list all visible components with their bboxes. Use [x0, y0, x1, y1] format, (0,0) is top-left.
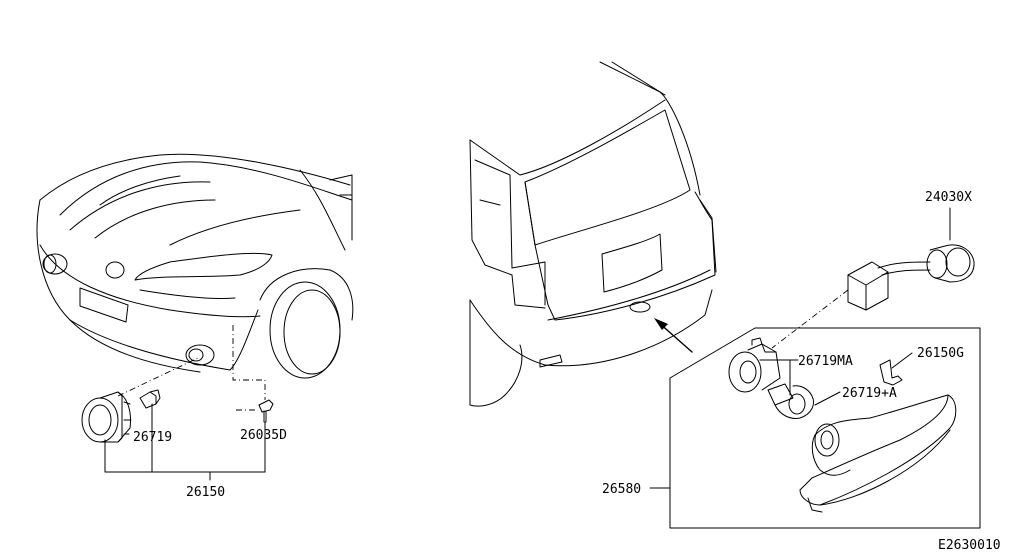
- fog-lamp-bulb: [139, 389, 161, 409]
- rear-car-illustration: [469, 61, 717, 407]
- label-side-lamp-bulb: 26719+A: [842, 386, 897, 401]
- front-car-illustration: [36, 153, 354, 379]
- side-lamp-clip: [879, 359, 903, 386]
- wiring-harness: [847, 207, 975, 311]
- side-lamp-bulb: [767, 383, 814, 419]
- license-plate: [601, 233, 663, 293]
- fog-lamp-screw: [258, 399, 274, 423]
- label-fog-lamp-bulb: 26719: [133, 430, 172, 445]
- label-fog-lamp-assembly: 26150: [186, 485, 225, 500]
- label-diagram-code: E2630010: [938, 538, 1001, 553]
- label-side-lamp-clip: 26150G: [917, 346, 964, 361]
- side-lamp-socket: [728, 337, 781, 393]
- side-marker-parts: [649, 207, 981, 529]
- front-badge-icon: [105, 261, 125, 279]
- label-side-lamp-assembly: 26580: [602, 482, 641, 497]
- side-lamp-lens: [799, 394, 957, 513]
- fog-lamp-parts: [81, 325, 274, 481]
- label-side-lamp-socket: 26719MA: [798, 354, 853, 369]
- parts-bracket: [669, 327, 981, 529]
- fog-lamp-housing: [81, 391, 132, 443]
- label-harness: 24030X: [925, 190, 972, 205]
- label-fog-lamp-screw: 26035D: [240, 428, 287, 443]
